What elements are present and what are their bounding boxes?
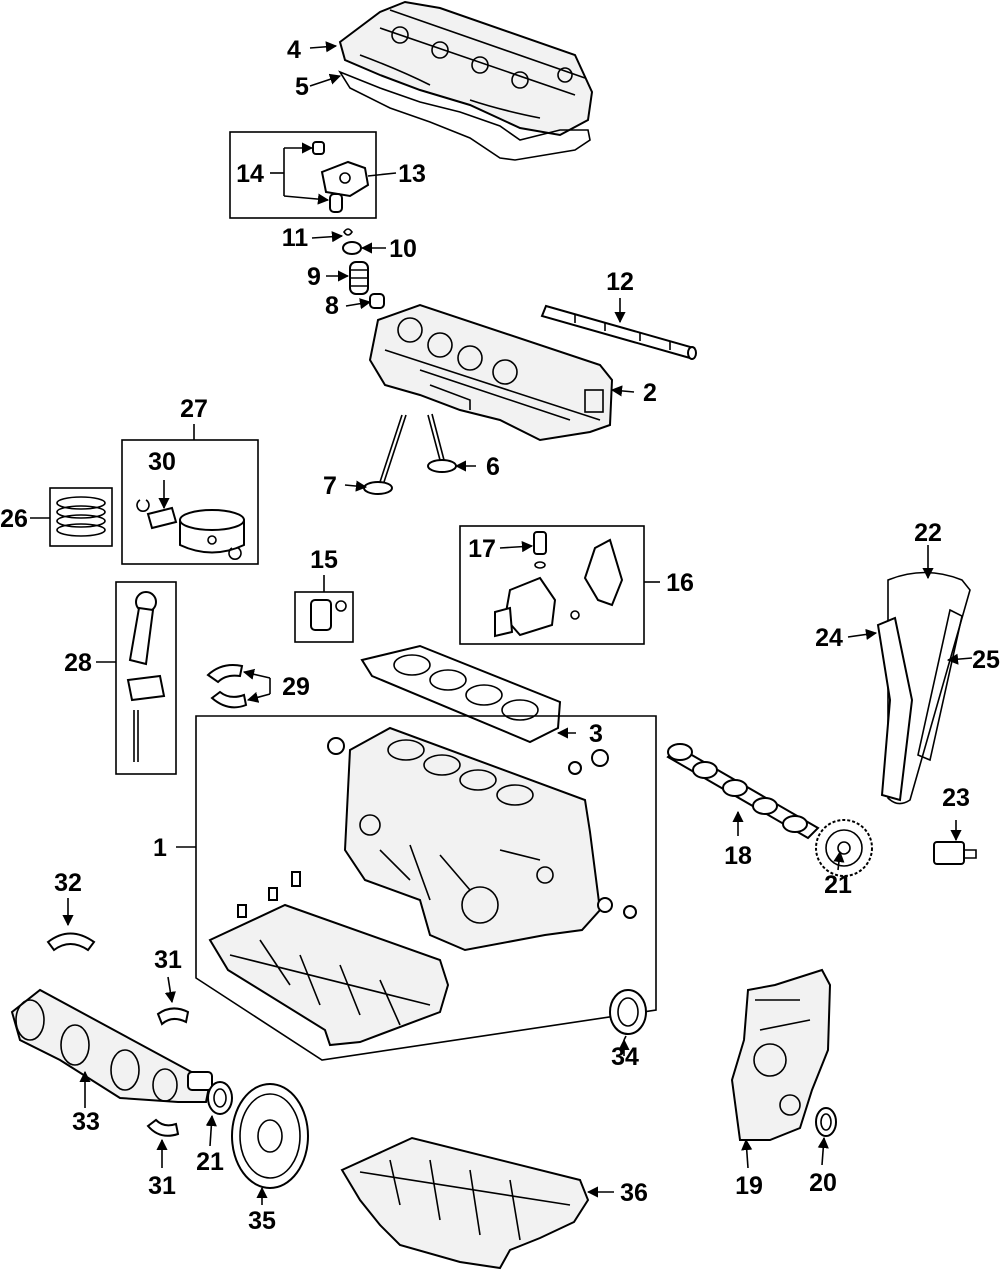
callout-29: 29 — [282, 673, 310, 701]
callout-1: 1 — [153, 834, 167, 862]
thrust-washer-part — [46, 932, 96, 952]
callout-15: 15 — [310, 546, 338, 574]
piston-rings-part — [56, 496, 106, 537]
callout-24: 24 — [815, 624, 843, 652]
knock-sensor-part — [310, 599, 347, 631]
callout-26: 26 — [0, 505, 28, 533]
cylinder-head-part — [368, 303, 614, 442]
piston-ring-box — [49, 487, 113, 547]
piston-clip-part — [136, 499, 242, 560]
cam-position-sensor-part — [933, 841, 977, 865]
callout-28: 28 — [64, 649, 92, 677]
connecting-rod-box — [115, 581, 177, 775]
callout-33: 33 — [72, 1108, 100, 1136]
callout-4: 4 — [287, 36, 301, 64]
callout-10: 10 — [389, 235, 417, 263]
front-crank-seal-part — [815, 1107, 837, 1137]
callout-6: 6 — [486, 453, 500, 481]
callout-20: 20 — [809, 1169, 837, 1197]
callout-5: 5 — [295, 73, 309, 101]
leader-lines — [30, 41, 973, 1205]
crankshaft-part — [10, 988, 213, 1103]
callout-25: 25 — [972, 646, 1000, 674]
connecting-rod-part — [126, 591, 166, 762]
callout-36: 36 — [620, 1179, 648, 1207]
timing-chain-part — [887, 571, 971, 805]
piston-pin-part — [146, 506, 178, 530]
callout-19: 19 — [735, 1172, 763, 1200]
callout-2: 2 — [643, 379, 657, 407]
callout-13: 13 — [398, 160, 426, 188]
tensioner-arm-part — [917, 608, 963, 762]
piston-part — [179, 509, 245, 554]
callout-23: 23 — [942, 784, 970, 812]
crankshaft-pulley-part — [231, 1083, 309, 1189]
valve-cover-gasket-part — [338, 70, 591, 161]
oil-pan-part — [340, 1136, 590, 1270]
callout-30: 30 — [148, 448, 176, 476]
engine-block-box — [195, 715, 657, 1061]
valve-spring-part — [349, 261, 369, 295]
crankshaft-sprocket-part — [207, 1081, 233, 1115]
callout-labels: 4 5 14 13 11 10 9 8 12 2 27 30 7 6 26 15… — [0, 36, 1000, 1235]
callout-31-upper: 31 — [154, 946, 182, 974]
valve-stem-seal-part — [369, 293, 385, 309]
callout-32: 32 — [54, 869, 82, 897]
main-bearing-upper-part — [156, 1007, 190, 1026]
main-bearing-lower-part — [146, 1118, 180, 1137]
callout-17: 17 — [468, 535, 496, 563]
oil-control-valve-part — [533, 531, 580, 620]
rocker-shaft-part — [540, 304, 697, 360]
engine-block-part — [327, 726, 637, 952]
callout-11: 11 — [282, 224, 309, 252]
callout-34: 34 — [611, 1043, 639, 1071]
callout-31-lower: 31 — [148, 1172, 176, 1200]
callout-27: 27 — [180, 395, 208, 423]
chain-tensioner-part — [494, 538, 624, 638]
callout-3: 3 — [589, 720, 603, 748]
callout-14: 14 — [236, 160, 264, 188]
callout-7: 7 — [323, 472, 337, 500]
tensioner-box — [459, 525, 645, 645]
timing-chain-cover-part — [730, 968, 832, 1141]
callout-9: 9 — [307, 263, 321, 291]
exhaust-valve-part — [363, 414, 407, 495]
callout-21-cam: 21 — [824, 871, 852, 899]
callout-16: 16 — [666, 569, 694, 597]
callout-8: 8 — [325, 292, 339, 320]
camshaft-sprocket-part — [815, 819, 873, 877]
chain-guide-part — [876, 616, 914, 802]
valve-cover-part — [338, 0, 594, 137]
head-gasket-part — [360, 644, 562, 744]
callout-35: 35 — [248, 1207, 276, 1235]
callout-12: 12 — [606, 268, 634, 296]
valve-spring-retainer-part — [342, 241, 362, 255]
callout-21-crank: 21 — [196, 1148, 224, 1176]
rocker-arm-part — [320, 160, 370, 198]
camshaft-part — [666, 743, 820, 840]
rocker-pin-part — [312, 141, 343, 213]
valve-keeper-part — [343, 228, 353, 236]
callout-22: 22 — [914, 519, 942, 547]
lower-crankcase-part — [208, 871, 450, 1047]
rod-bearing-part — [206, 664, 248, 709]
callout-18: 18 — [724, 842, 752, 870]
piston-kit-box — [121, 439, 259, 565]
rear-main-seal-part — [609, 989, 647, 1035]
intake-valve-part — [427, 413, 457, 473]
